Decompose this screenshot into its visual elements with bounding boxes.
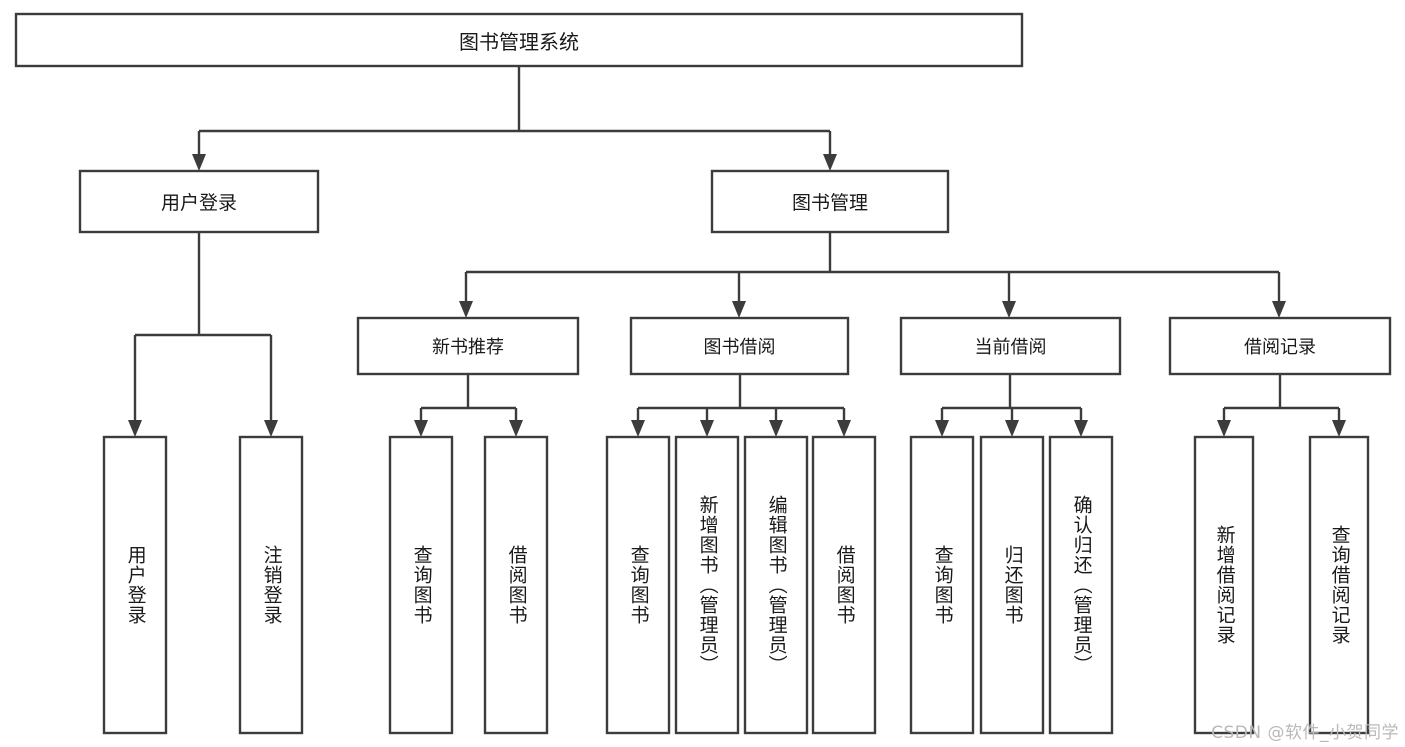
node-book-manage[interactable] [710,169,950,234]
node-leaf-query-book-1[interactable] [388,435,454,735]
boxes-layer [14,12,1392,735]
new-book-recommend-arrow-icon-0 [414,420,428,437]
node-user-login[interactable] [78,169,320,234]
current-borrow-arrow-icon-2 [1074,420,1088,437]
node-leaf-query-record[interactable] [1308,435,1370,735]
book-manage-arrow-icon-0 [459,301,473,318]
book-borrow-arrow-icon-2 [769,420,783,437]
node-current-borrow[interactable] [899,316,1122,376]
book-manage-arrow-icon-3 [1272,301,1286,318]
node-leaf-borrow-book-2[interactable] [811,435,877,735]
current-borrow-arrow-icon-1 [1005,420,1019,437]
current-borrow-arrow-icon-0 [935,420,949,437]
root-arrow-icon-1 [823,154,837,171]
book-borrow-arrow-icon-0 [631,420,645,437]
book-manage-arrow-icon-1 [732,301,746,318]
borrow-record-arrow-icon-1 [1332,420,1346,437]
node-new-book-recommend[interactable] [356,316,580,376]
node-leaf-edit-book[interactable] [743,435,809,735]
node-leaf-add-book[interactable] [674,435,740,735]
csdn-watermark: CSDN @软件_小贺同学 [1211,723,1399,743]
new-book-recommend-arrow-icon-1 [509,420,523,437]
node-leaf-query-book-2[interactable] [605,435,671,735]
node-leaf-confirm-return[interactable] [1048,435,1114,735]
node-root[interactable] [14,12,1024,68]
connectors-layer [128,66,1346,437]
node-borrow-record[interactable] [1168,316,1392,376]
book-borrow-arrow-icon-1 [700,420,714,437]
root-arrow-icon-0 [192,154,206,171]
node-book-borrow[interactable] [629,316,850,376]
user-login-arrow-icon-1 [264,420,278,437]
borrow-record-arrow-icon-0 [1217,420,1231,437]
node-leaf-return-book[interactable] [979,435,1045,735]
user-login-arrow-icon-0 [128,420,142,437]
book-borrow-arrow-icon-3 [837,420,851,437]
node-leaf-borrow-book-1[interactable] [483,435,549,735]
book-manage-arrow-icon-2 [1002,301,1016,318]
node-leaf-add-record[interactable] [1193,435,1255,735]
node-leaf-query-book-3[interactable] [909,435,975,735]
node-leaf-user-login[interactable] [102,435,168,735]
node-leaf-user-logout[interactable] [238,435,304,735]
